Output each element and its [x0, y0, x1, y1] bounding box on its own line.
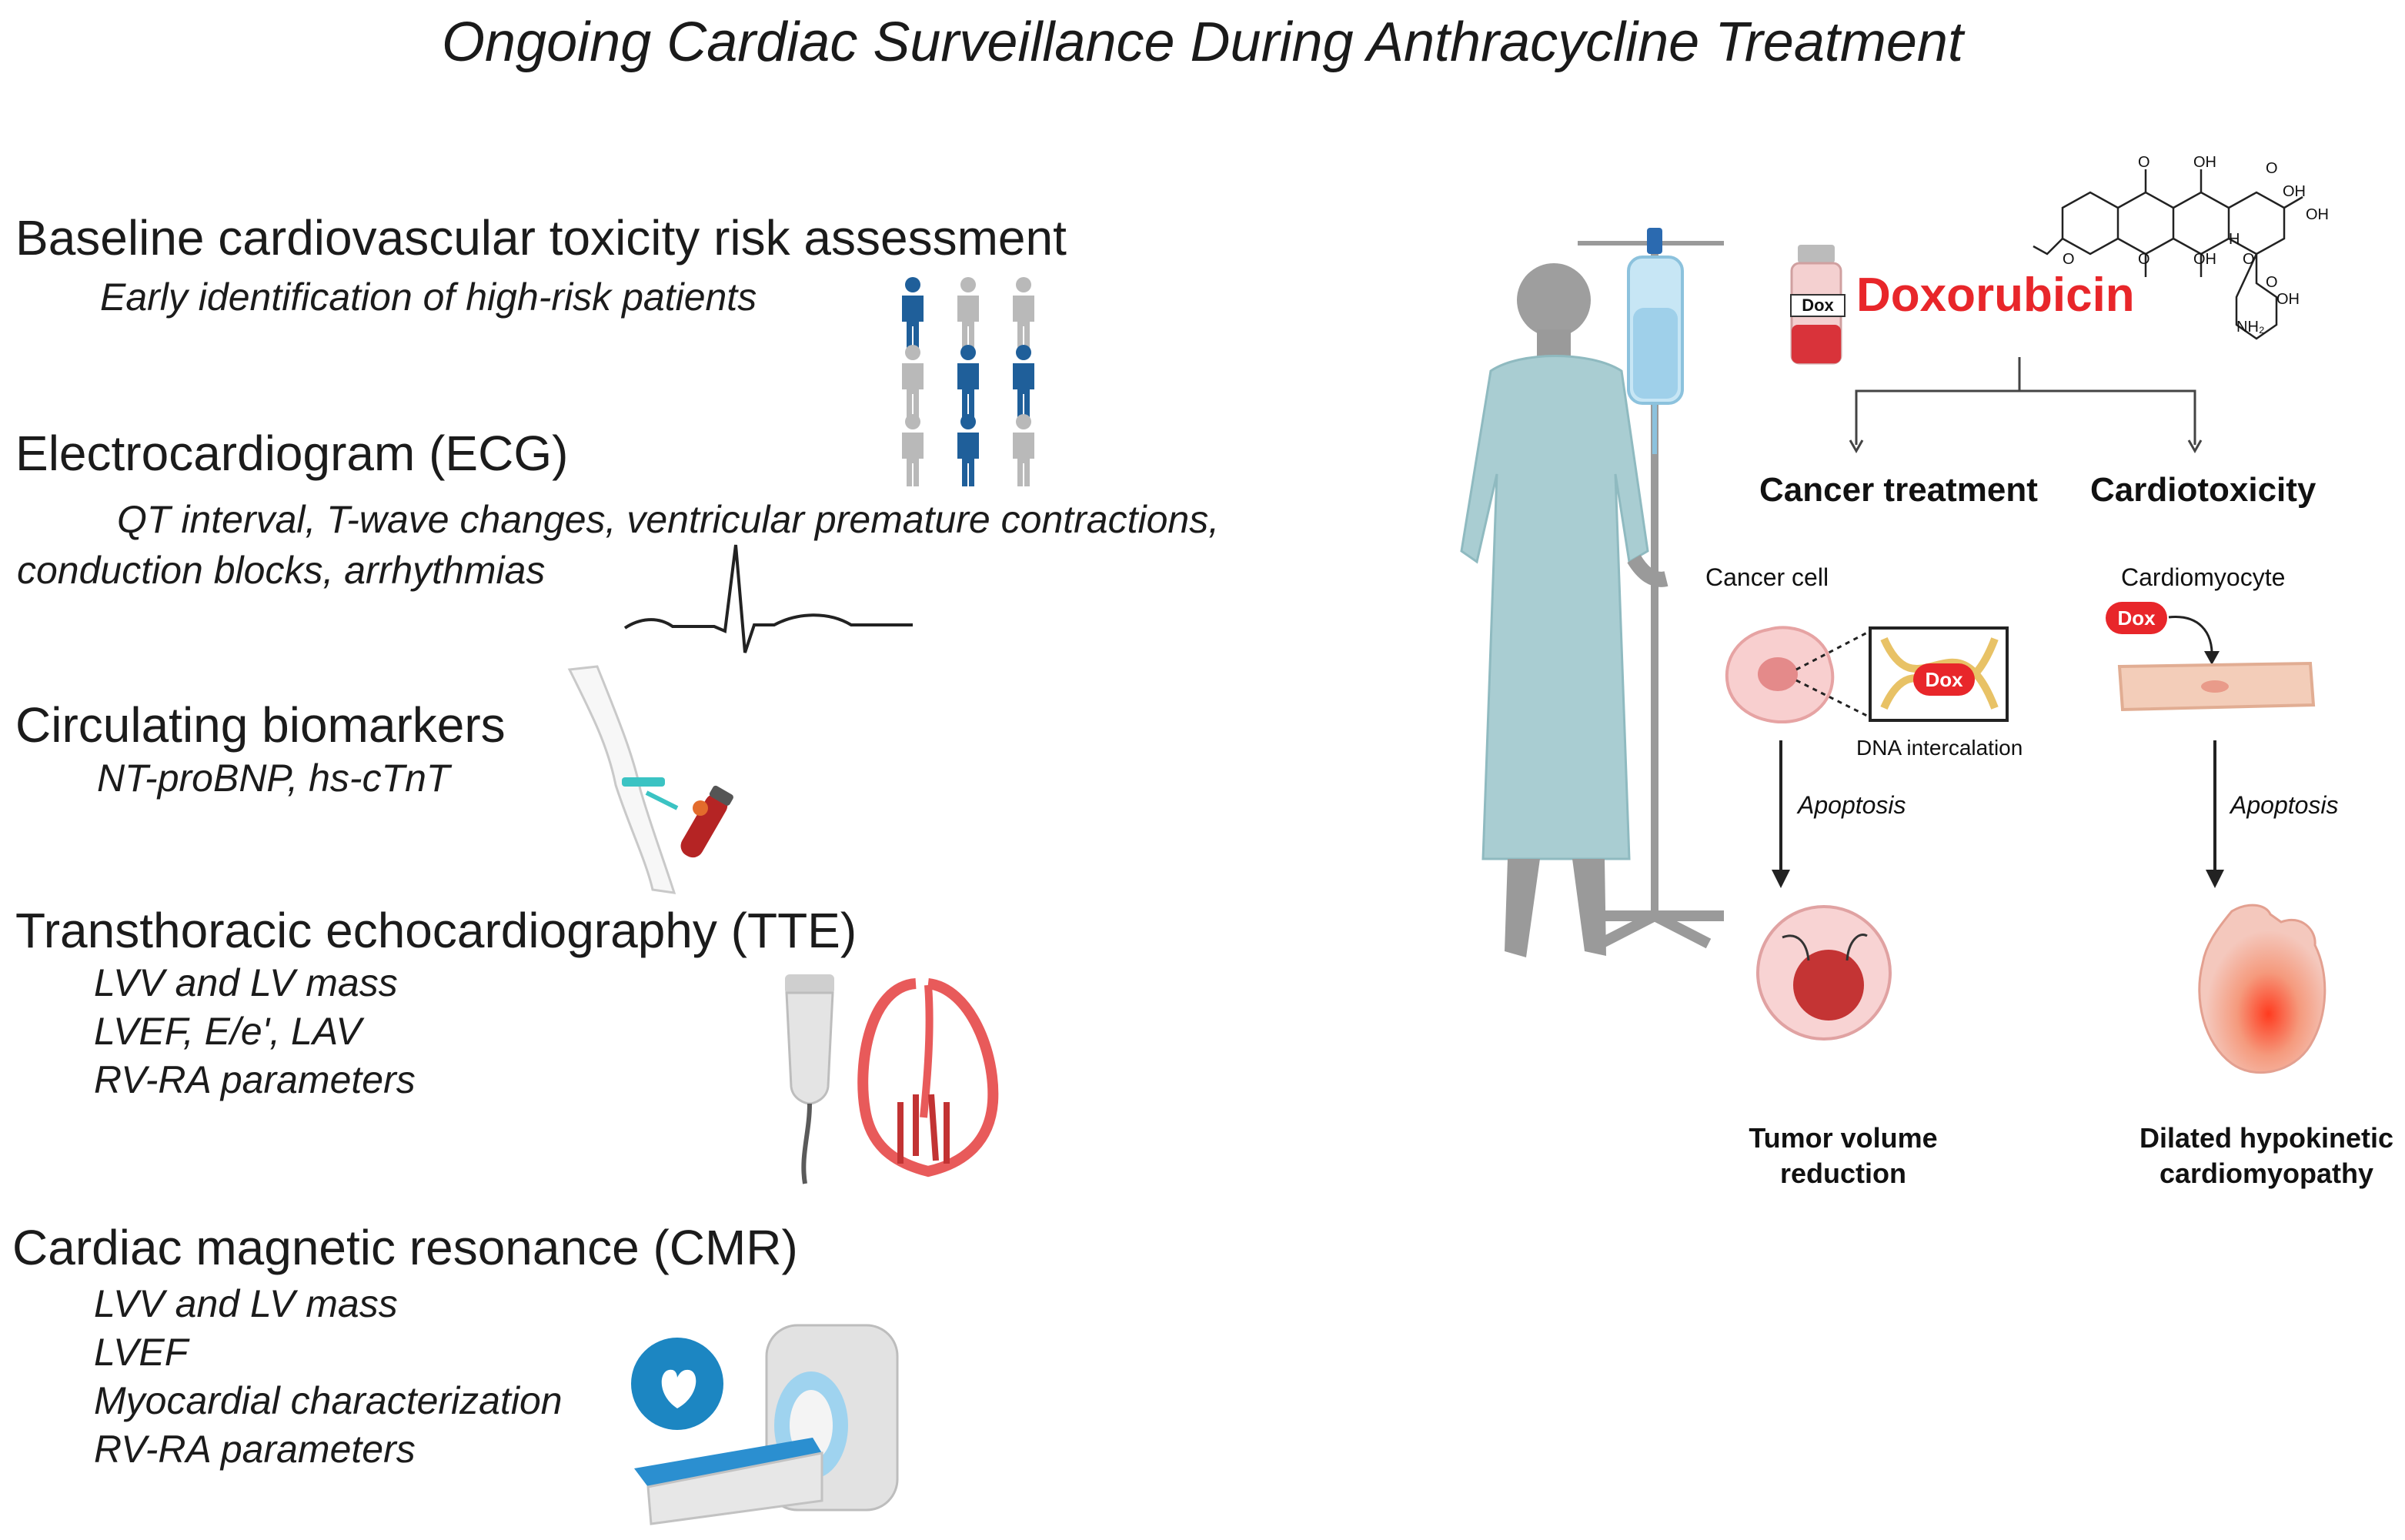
ecg-trace-icon [623, 544, 913, 653]
section-line-baseline-1: Early identification of high-risk patien… [100, 276, 757, 319]
molecule-label: OH [2193, 251, 2216, 268]
molecule-label: OH [2276, 291, 2300, 308]
section-line-cmr-1: LVV and LV mass [94, 1282, 398, 1325]
molecule-label: O [2266, 160, 2278, 177]
page-title: Ongoing Cardiac Surveillance During Anth… [442, 12, 1963, 73]
branch-title-cardiotoxicity: Cardiotoxicity [2090, 471, 2316, 509]
person-icon [902, 345, 924, 417]
outcome-cardiotoxicity: Dilated hypokinetic cardiomyopathy [2124, 1121, 2405, 1191]
section-line-cmr-2: LVEF [94, 1331, 189, 1374]
outcome-cancer-line-1: Tumor volume [1749, 1122, 1938, 1154]
person-icon [957, 345, 979, 417]
section-line-tte-1: LVV and LV mass [94, 961, 398, 1004]
branch-connector [1849, 357, 2203, 454]
section-heading-baseline: Baseline cardiovascular toxicity risk as… [15, 210, 1067, 266]
molecule-label: OH [2193, 154, 2216, 171]
person-icon [1013, 345, 1034, 417]
apoptosis-label-left: Apoptosis [1798, 791, 1906, 819]
section-line-cmr-3: Myocardial characterization [94, 1379, 563, 1422]
arrow-down-icon [2206, 740, 2224, 888]
cardiomyocyte-label: Cardiomyocyte [2121, 563, 2286, 591]
heart-dilated-icon [2198, 904, 2327, 1074]
molecule-label: O [2063, 251, 2075, 268]
dox-tag: Dox [2106, 602, 2167, 634]
person-icon [1013, 277, 1034, 349]
molecule-label: OH [2283, 183, 2306, 200]
doxorubicin-structure-icon [2033, 169, 2303, 340]
section-line-tte-3: RV-RA parameters [94, 1058, 416, 1101]
section-line-ecg-2: conduction blocks, arrhythmias [17, 549, 546, 592]
person-icon [957, 277, 979, 349]
molecule-label: NH₂ [2236, 319, 2265, 336]
molecule-label: O [2138, 251, 2150, 268]
section-heading-ecg: Electrocardiogram (ECG) [15, 426, 569, 481]
section-line-ecg-1: QT interval, T-wave changes, ventricular… [117, 498, 1220, 541]
patient-icon [1460, 263, 1668, 957]
dna-intercalation-label: DNA intercalation [1856, 736, 2023, 760]
iv-stand-icon [1578, 228, 1724, 949]
outcome-cardiotoxicity-line-2: cardiomyopathy [2159, 1158, 2374, 1189]
section-line-tte-2: LVEF, E/e', LAV [94, 1010, 362, 1053]
section-heading-tte: Transthoracic echocardiography (TTE) [15, 903, 857, 958]
arrow-down-icon [1772, 740, 1790, 888]
molecule-label: OH [2306, 206, 2329, 223]
branch-title-cancer: Cancer treatment [1759, 471, 2038, 509]
person-icon [1013, 414, 1034, 486]
ultrasound-probe-icon [785, 974, 834, 1184]
curved-arrow-icon [2168, 616, 2220, 665]
molecule-label: O [2243, 251, 2255, 268]
section-line-cmr-4: RV-RA parameters [94, 1428, 416, 1471]
molecule-label: O [2138, 154, 2150, 171]
outcome-cancer: Tumor volume reduction [1724, 1121, 1962, 1191]
section-line-biomarkers-1: NT-proBNP, hs-cTnT [97, 757, 450, 800]
heart-echo-icon [857, 978, 999, 1178]
outcome-cancer-line-2: reduction [1779, 1158, 1906, 1189]
cancer-cell-label: Cancer cell [1705, 563, 1829, 591]
tumor-icon [1756, 905, 1892, 1041]
outcome-cardiotoxicity-line-1: Dilated hypokinetic [2139, 1122, 2394, 1154]
section-heading-biomarkers: Circulating biomarkers [15, 697, 506, 753]
molecule-label: O [2266, 274, 2278, 291]
section-heading-cmr: Cardiac magnetic resonance (CMR) [12, 1220, 798, 1275]
vial-label: Dox [1790, 294, 1846, 317]
person-icon [902, 414, 924, 486]
blood-draw-icon [567, 665, 733, 894]
risk-people-icon [902, 277, 1034, 486]
cardiomyocyte-icon [2117, 661, 2316, 712]
dox-tag: Dox [1913, 663, 1975, 696]
person-icon [957, 414, 979, 486]
mri-scanner-icon [631, 1324, 899, 1525]
molecule-label: H [2229, 231, 2240, 248]
apoptosis-label-right: Apoptosis [2230, 791, 2339, 819]
person-icon [902, 277, 924, 349]
drug-name: Doxorubicin [1856, 269, 2135, 322]
